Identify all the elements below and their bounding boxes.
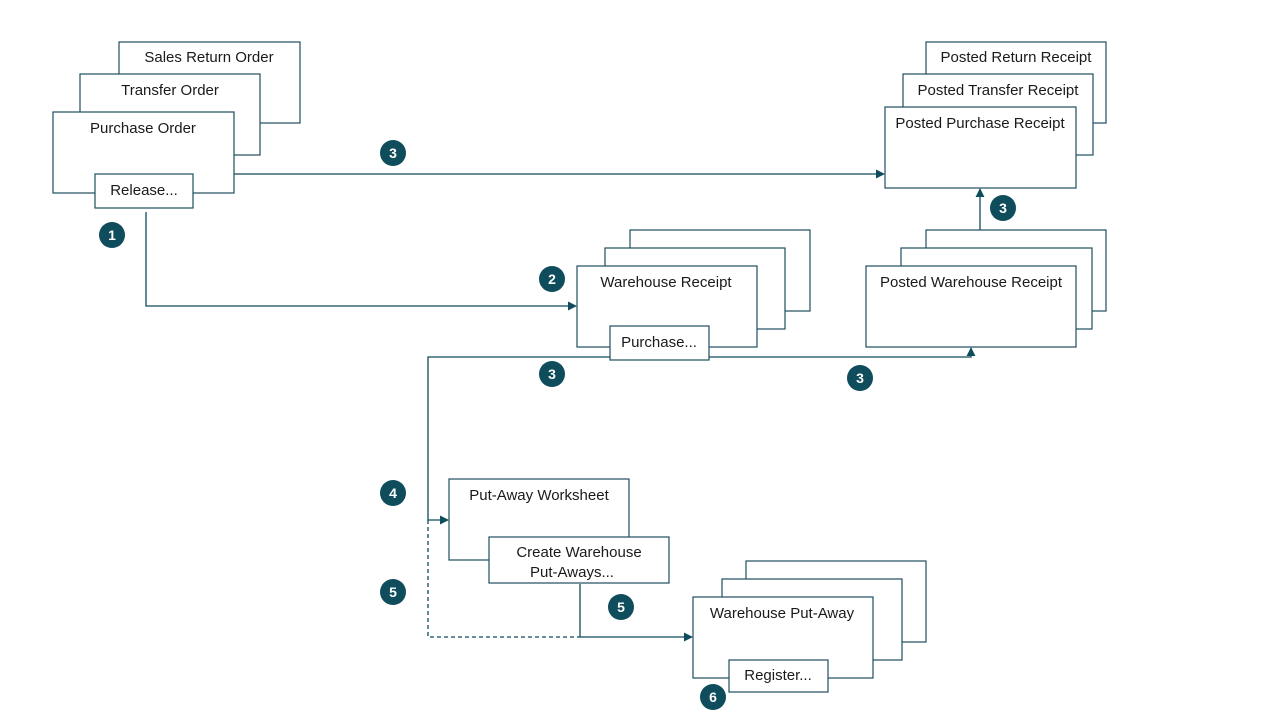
- step-badge-6: 6: [700, 684, 726, 710]
- posted-transfer-receipt-label: Posted Transfer Receipt: [918, 82, 1080, 99]
- svg-text:2: 2: [548, 271, 556, 287]
- svg-text:5: 5: [389, 584, 397, 600]
- svg-text:3: 3: [389, 145, 397, 161]
- svg-text:3: 3: [856, 370, 864, 386]
- connector-receipt-to-put-away-worksheet: [427, 356, 610, 525]
- sales-return-order-label: Sales Return Order: [144, 49, 273, 66]
- transfer-order-label: Transfer Order: [121, 82, 219, 99]
- warehouse-put-away-stack[interactable]: Warehouse Put-Away: [692, 560, 927, 679]
- posted-purchase-receipt-box[interactable]: Posted Purchase Receipt: [884, 106, 1077, 189]
- svg-text:6: 6: [709, 689, 717, 705]
- step-badge-4: 4: [380, 480, 406, 506]
- purchase-button-label: Purchase...: [621, 334, 697, 351]
- connector-worksheet-to-warehouse-put-away: [579, 584, 693, 642]
- purchase-order-label: Purchase Order: [90, 120, 196, 137]
- step-badge-1: 1: [99, 222, 125, 248]
- register-button[interactable]: Register...: [728, 659, 829, 693]
- step-badge-3-right: 3: [990, 195, 1016, 221]
- put-away-worksheet-label: Put-Away Worksheet: [469, 487, 609, 504]
- create-warehouse-put-aways-button[interactable]: Create Warehouse Put-Aways...: [488, 536, 670, 584]
- step-badge-3-lower-right: 3: [847, 365, 873, 391]
- warehouse-receipt-stack[interactable]: Warehouse Receipt: [576, 229, 811, 348]
- step-badge-5-middle: 5: [608, 594, 634, 620]
- connector-order-to-warehouse-receipt: [145, 212, 577, 311]
- step-badge-3-top: 3: [380, 140, 406, 166]
- posted-return-receipt-label: Posted Return Receipt: [941, 49, 1093, 66]
- svg-text:3: 3: [999, 200, 1007, 216]
- warehouse-put-away-label: Warehouse Put-Away: [710, 605, 855, 622]
- svg-text:4: 4: [389, 485, 397, 501]
- posted-warehouse-receipt-stack[interactable]: Posted Warehouse Receipt: [865, 229, 1107, 348]
- step-badge-3-middle: 3: [539, 361, 565, 387]
- posted-warehouse-receipt-label: Posted Warehouse Receipt: [880, 274, 1063, 291]
- step-badge-2: 2: [539, 266, 565, 292]
- connector-dashed-direct-put-away: [427, 520, 580, 638]
- release-button[interactable]: Release...: [94, 173, 194, 209]
- release-button-label: Release...: [110, 182, 178, 199]
- svg-text:1: 1: [108, 227, 116, 243]
- svg-text:3: 3: [548, 366, 556, 382]
- create-put-aways-label-line2: Put-Aways...: [530, 564, 614, 581]
- posted-purchase-receipt-label: Posted Purchase Receipt: [895, 115, 1065, 132]
- step-badge-5-left: 5: [380, 579, 406, 605]
- warehouse-receipt-label: Warehouse Receipt: [600, 274, 732, 291]
- create-put-aways-label-line1: Create Warehouse: [516, 544, 641, 561]
- connector-receipt-to-posted-warehouse-receipt: [709, 347, 976, 358]
- svg-text:5: 5: [617, 599, 625, 615]
- purchase-button[interactable]: Purchase...: [609, 325, 710, 361]
- register-button-label: Register...: [744, 667, 812, 684]
